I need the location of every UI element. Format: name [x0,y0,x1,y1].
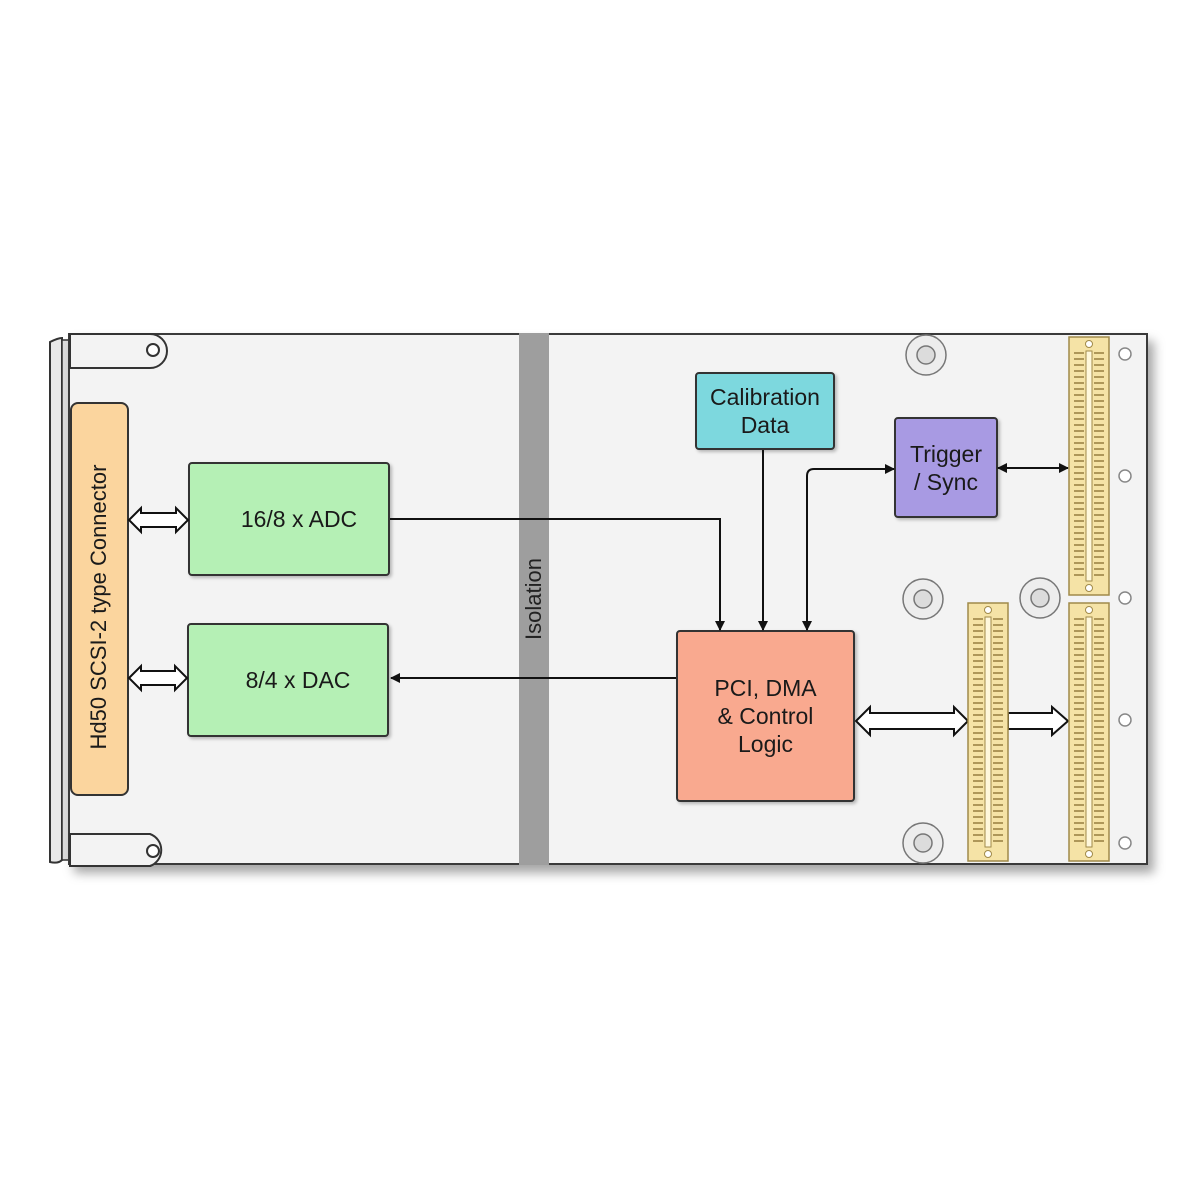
mounting-holes [902,334,1061,864]
bus-arrow-connector-adc [127,505,190,535]
scsi-connector [70,402,129,796]
pcb-connector-lower-left [967,602,1009,862]
trigger-sync-block: Trigger / Sync [894,417,998,518]
arrow-pci-trigger [802,464,895,631]
bus-arrow-pci-connector [854,704,970,738]
dac-block: 8/4 x DAC [187,623,389,737]
arrow-adc-to-pci [390,518,725,631]
pci-dma-control-block: PCI, DMA & Control Logic [676,630,855,802]
adc-block: 16/8 x ADC [188,462,390,576]
bus-arrow-connector-connector [1007,704,1070,738]
small-holes [1118,347,1132,850]
calibration-data-block: Calibration Data [695,372,835,450]
pcb-connector-lower-right [1068,602,1110,862]
isolation-barrier [519,333,549,865]
bus-arrow-connector-dac [127,663,189,693]
pcb-connector-upper [1068,336,1110,596]
